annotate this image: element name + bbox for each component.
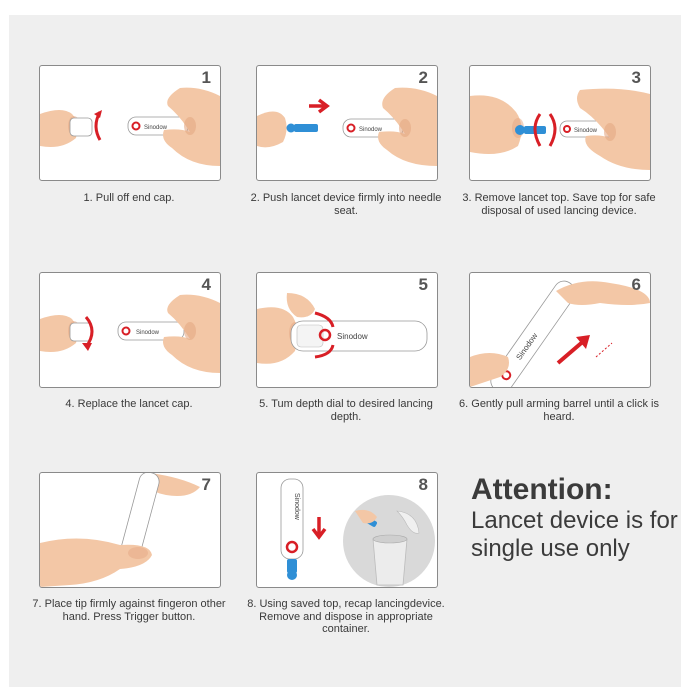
brand-label: Sinodow [144,125,168,131]
step-8-panel: Sinodow 8 [256,472,438,588]
step-3-illustration: Sinodow [470,88,650,170]
step-4-caption: 4. Replace the lancet cap. [65,398,193,410]
step-number: 7 [201,475,211,494]
step-number: 5 [418,275,428,294]
step-2-illustration: Sinodow [257,87,437,166]
step-8-caption: 8. Using saved top, recap lancingdevice.… [247,598,445,635]
attention-notice: Attention: Lancet device is for single u… [471,473,681,563]
step-number: 4 [201,275,211,294]
instruction-sheet: Sinodow 1 1. Pull off end cap. Sinodow 2… [9,15,681,687]
brand-label: Sinodow [337,332,368,341]
step-8-illustration: Sinodow [280,478,435,587]
step-2-panel: Sinodow 2 [256,65,438,181]
step-number: 6 [631,275,641,294]
step-number: 3 [631,68,641,87]
step-7-caption: 7. Place tip firmly against fingeron oth… [32,598,226,623]
step-4-illustration: Sinodow [40,294,220,373]
step-5-illustration: Sinodow [257,293,428,364]
step-6-illustration: Sinodow [470,280,650,387]
step-7-panel: 7 [39,472,221,588]
step-number: 1 [201,68,211,87]
step-6-panel: Sinodow 6 [469,272,651,388]
step-3-panel: Sinodow 3 [469,65,651,181]
step-7-illustration [40,473,200,587]
step-number: 2 [418,68,428,87]
attention-title: Attention: [471,473,613,506]
step-1-panel: Sinodow 1 [39,65,221,181]
step-number: 8 [418,475,428,494]
step-2-caption: 2. Push lancet device firmly into needle… [250,192,442,217]
brand-label: Sinodow [359,127,383,133]
step-5-panel: Sinodow 5 [256,272,438,388]
attention-body: Lancet device is for single use only [471,507,678,562]
step-5-caption: 5. Tum depth dial to desired lancing dep… [259,398,433,423]
step-4-panel: Sinodow 4 [39,272,221,388]
step-6-caption: 6. Gently pull arming barrel until a cli… [459,398,659,423]
step-3-caption: 3. Remove lancet top. Save top for safe … [462,192,656,217]
brand-label: Sinodow [293,493,300,521]
brand-label: Sinodow [574,128,598,134]
step-1-caption: 1. Pull off end cap. [83,192,175,204]
step-1-illustration: Sinodow [40,87,220,166]
brand-label: Sinodow [136,330,160,336]
